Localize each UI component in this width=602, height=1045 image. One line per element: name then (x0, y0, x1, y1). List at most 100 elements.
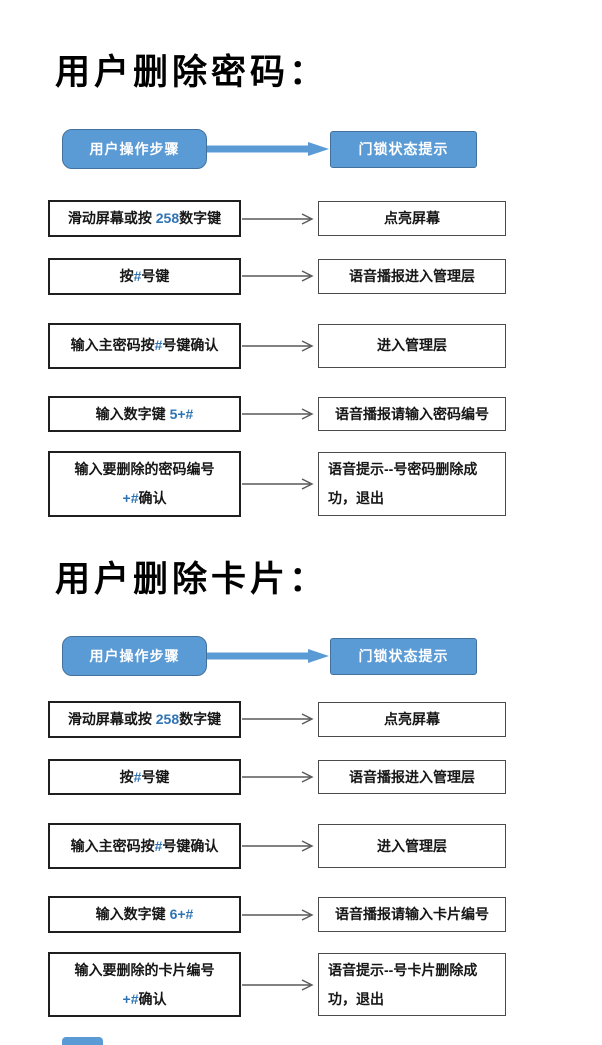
step-text-line: 按#号键 (120, 763, 170, 792)
step-text-line: 输入要删除的卡片编号 (75, 956, 215, 985)
step-box: 按#号键 (48, 758, 241, 796)
step-text: 输入数字键 (95, 906, 170, 923)
step-text: 输入要删除的卡片编号 (74, 962, 215, 979)
arrow-wrap (241, 269, 318, 283)
step-text-highlight: # (133, 768, 142, 785)
flow-row: 输入数字键 6+# 语音播报请输入卡片编号 (48, 896, 506, 934)
step-box: 输入要删除的密码编号 +#确认 (48, 451, 241, 517)
flow-row: 输入数字键 5+# 语音播报请输入密码编号 (48, 395, 506, 433)
step-text: 数字键 (179, 711, 222, 728)
flow-arrow-icon (242, 478, 314, 490)
step-text: 号键确认 (162, 838, 219, 855)
section-title: 用户删除卡片： (55, 559, 329, 599)
status-text-line: 语音播报请输入卡片编号 (335, 906, 489, 923)
step-legend-label: 用户操作步骤 (89, 648, 180, 665)
step-box: 滑动屏幕或按 258数字键 (48, 200, 241, 237)
step-text-line: 按#号键 (120, 262, 170, 291)
step-text: 滑动屏幕或按 (67, 210, 156, 227)
arrow-wrap (241, 770, 318, 784)
step-text: 号键 (141, 768, 170, 785)
flow-arrow-icon (242, 408, 314, 420)
status-legend-label: 门锁状态提示 (358, 141, 449, 158)
step-text: 确认 (138, 990, 167, 1007)
step-text-highlight: 258 (155, 210, 180, 227)
step-box: 输入数字键 5+# (48, 395, 241, 433)
flow-arrow-icon (242, 909, 314, 921)
step-text: 按 (119, 267, 134, 284)
step-text: 输入主密码按 (70, 337, 155, 354)
step-text-line: +#确认 (123, 484, 167, 513)
status-box: 进入管理层 (318, 323, 506, 368)
flow-arrow-icon (242, 979, 314, 991)
flow-section: 用户删除卡片： 用户操作步骤 门锁状态提示 滑动屏幕或按 258数字键 点亮屏幕… (0, 517, 602, 1018)
step-legend-label: 用户操作步骤 (89, 141, 180, 158)
status-legend-box: 门锁状态提示 (330, 130, 477, 168)
step-box: 输入要删除的卡片编号 +#确认 (48, 952, 241, 1018)
step-box: 按#号键 (48, 257, 241, 295)
status-text-line: 语音播报进入管理层 (349, 267, 475, 284)
arrow-wrap (241, 978, 318, 992)
step-box: 滑动屏幕或按 258数字键 (48, 701, 241, 738)
flow-arrow-icon (242, 771, 314, 783)
step-text: 确认 (138, 490, 167, 507)
step-text: 按 (119, 768, 134, 785)
status-text-line: 进入管理层 (377, 337, 447, 354)
arrow-wrap (241, 212, 318, 226)
status-legend-box: 门锁状态提示 (330, 637, 477, 675)
flow-row: 滑动屏幕或按 258数字键 点亮屏幕 (48, 701, 506, 738)
flow-row: 按#号键 语音播报进入管理层 (48, 758, 506, 796)
flow-arrow-icon (242, 340, 314, 352)
step-box: 输入主密码按#号键确认 (48, 823, 241, 870)
flow-row: 输入要删除的密码编号 +#确认 语音提示--号密码删除成功，退出 (48, 451, 506, 517)
status-box: 语音播报请输入卡片编号 (318, 897, 506, 933)
status-box: 点亮屏幕 (318, 201, 506, 236)
step-text-line: 滑动屏幕或按 258数字键 (68, 204, 221, 233)
step-text-highlight: 6+# (169, 906, 194, 923)
status-text-line: 语音播报请输入密码编号 (335, 405, 489, 422)
step-text-line: 输入要删除的密码编号 (75, 455, 215, 484)
step-text: 号键确认 (162, 337, 219, 354)
status-text-line: 功，退出 (328, 490, 384, 507)
thick-arrow-icon (207, 142, 329, 157)
status-legend-label: 门锁状态提示 (358, 648, 449, 665)
step-text-highlight: # (154, 337, 163, 354)
document-body: 用户删除密码： 用户操作步骤 门锁状态提示 滑动屏幕或按 258数字键 点亮屏幕… (0, 53, 602, 1018)
flow-row: 输入主密码按#号键确认 进入管理层 (48, 823, 506, 870)
status-text-line: 语音提示--号密码删除成 (328, 461, 478, 478)
status-box: 点亮屏幕 (318, 702, 506, 737)
arrow-wrap (241, 407, 318, 421)
rows: 滑动屏幕或按 258数字键 点亮屏幕 按#号键 语音播报进入管理层 输入主密码按… (48, 701, 506, 1018)
rows: 滑动屏幕或按 258数字键 点亮屏幕 按#号键 语音播报进入管理层 输入主密码按… (48, 200, 506, 517)
step-text-line: 输入数字键 5+# (96, 400, 194, 429)
arrow-wrap (241, 477, 318, 491)
flow-row: 输入要删除的卡片编号+#确认 语音提示--号卡片删除成功，退出 (48, 952, 506, 1018)
flow-row: 滑动屏幕或按 258数字键 点亮屏幕 (48, 200, 506, 237)
step-box: 输入数字键 6+# (48, 896, 241, 934)
step-text-highlight: 5+# (169, 405, 194, 422)
step-text-line: 输入主密码按#号键确认 (71, 832, 219, 861)
step-text: 数字键 (179, 210, 222, 227)
status-box: 语音提示--号密码删除成功，退出 (318, 452, 506, 516)
status-box: 进入管理层 (318, 824, 506, 869)
status-text-line: 功，退出 (328, 990, 384, 1007)
status-text-line: 点亮屏幕 (384, 210, 440, 227)
arrow-wrap (241, 908, 318, 922)
flow-row: 输入主密码按#号键确认 进入管理层 (48, 322, 506, 369)
step-text-highlight: +# (122, 490, 139, 507)
flow-row: 按#号键 语音播报进入管理层 (48, 257, 506, 295)
status-box: 语音播报进入管理层 (318, 258, 506, 294)
step-text-line: 输入数字键 6+# (96, 900, 194, 929)
step-text: 输入主密码按 (70, 838, 155, 855)
step-text-line: 滑动屏幕或按 258数字键 (68, 705, 221, 734)
arrow-wrap (241, 712, 318, 726)
step-text: 输入要删除的密码编号 (74, 461, 215, 478)
status-text-line: 语音播报进入管理层 (349, 768, 475, 785)
step-text-line: 输入主密码按#号键确认 (71, 331, 219, 360)
step-text: 滑动屏幕或按 (67, 711, 156, 728)
flow-arrow-icon (242, 840, 314, 853)
flow-arrow-icon (242, 713, 314, 726)
step-text-line: +#确认 (123, 985, 167, 1014)
step-legend-box: 用户操作步骤 (62, 129, 207, 170)
status-text-line: 进入管理层 (377, 838, 447, 855)
